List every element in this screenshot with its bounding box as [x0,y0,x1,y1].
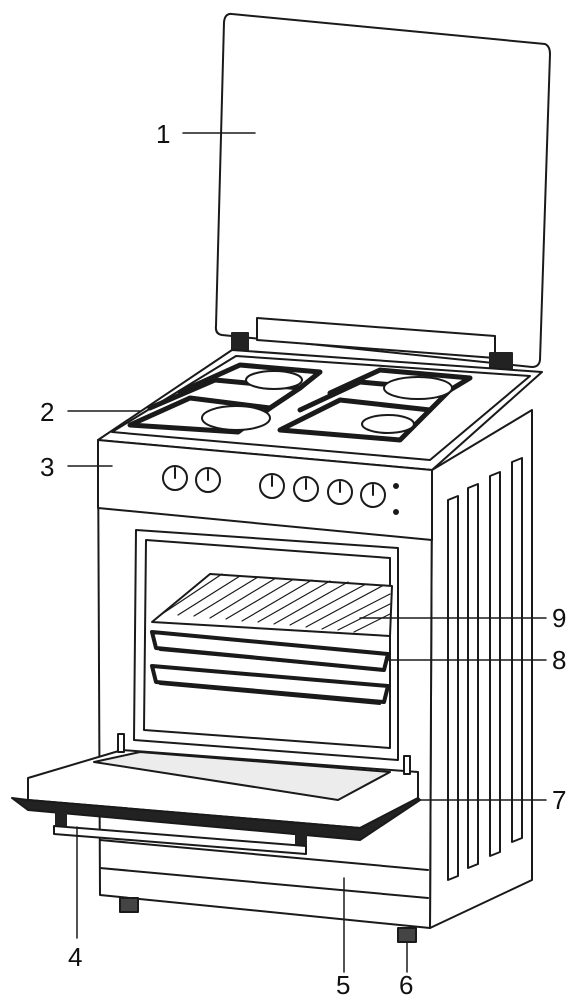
callout-label-9: 9 [552,603,566,633]
storage-drawer[interactable] [99,839,429,899]
door-handle[interactable] [53,825,307,855]
baking-tray [150,630,390,672]
side-rib [489,471,501,857]
burner [361,414,415,434]
oven-door[interactable] [11,733,421,849]
indicator-light [393,483,399,489]
control-knob[interactable] [195,467,221,493]
wire-shelf [151,573,393,637]
callout-label-6: 6 [399,970,413,999]
control-knob[interactable] [259,473,285,499]
side-rib [511,457,523,843]
callout-label-4: 4 [68,942,82,972]
pan-support [177,362,323,395]
glass-lid [214,12,551,372]
indicator-light [393,509,399,515]
callout-label-1: 1 [156,119,170,149]
pan-support [327,367,473,396]
burner [245,370,303,390]
burner [201,405,271,431]
door-hinge [117,733,125,753]
burner [383,376,453,400]
control-knob[interactable] [327,479,353,505]
door-hinge [403,755,411,775]
leader-lines [67,132,547,973]
callout-label-2: 2 [40,397,54,427]
callout-label-3: 3 [40,452,54,482]
adjustable-foot [119,897,417,943]
control-knob[interactable] [360,482,386,508]
side-rib [467,483,479,869]
callout-label-7: 7 [552,785,566,815]
control-knob[interactable] [162,465,188,491]
baking-tray [150,664,390,705]
control-panel [97,439,433,541]
side-rib [447,495,459,881]
control-knob[interactable] [293,476,319,502]
callout-label-8: 8 [552,645,566,675]
callout-label-5: 5 [336,970,350,999]
